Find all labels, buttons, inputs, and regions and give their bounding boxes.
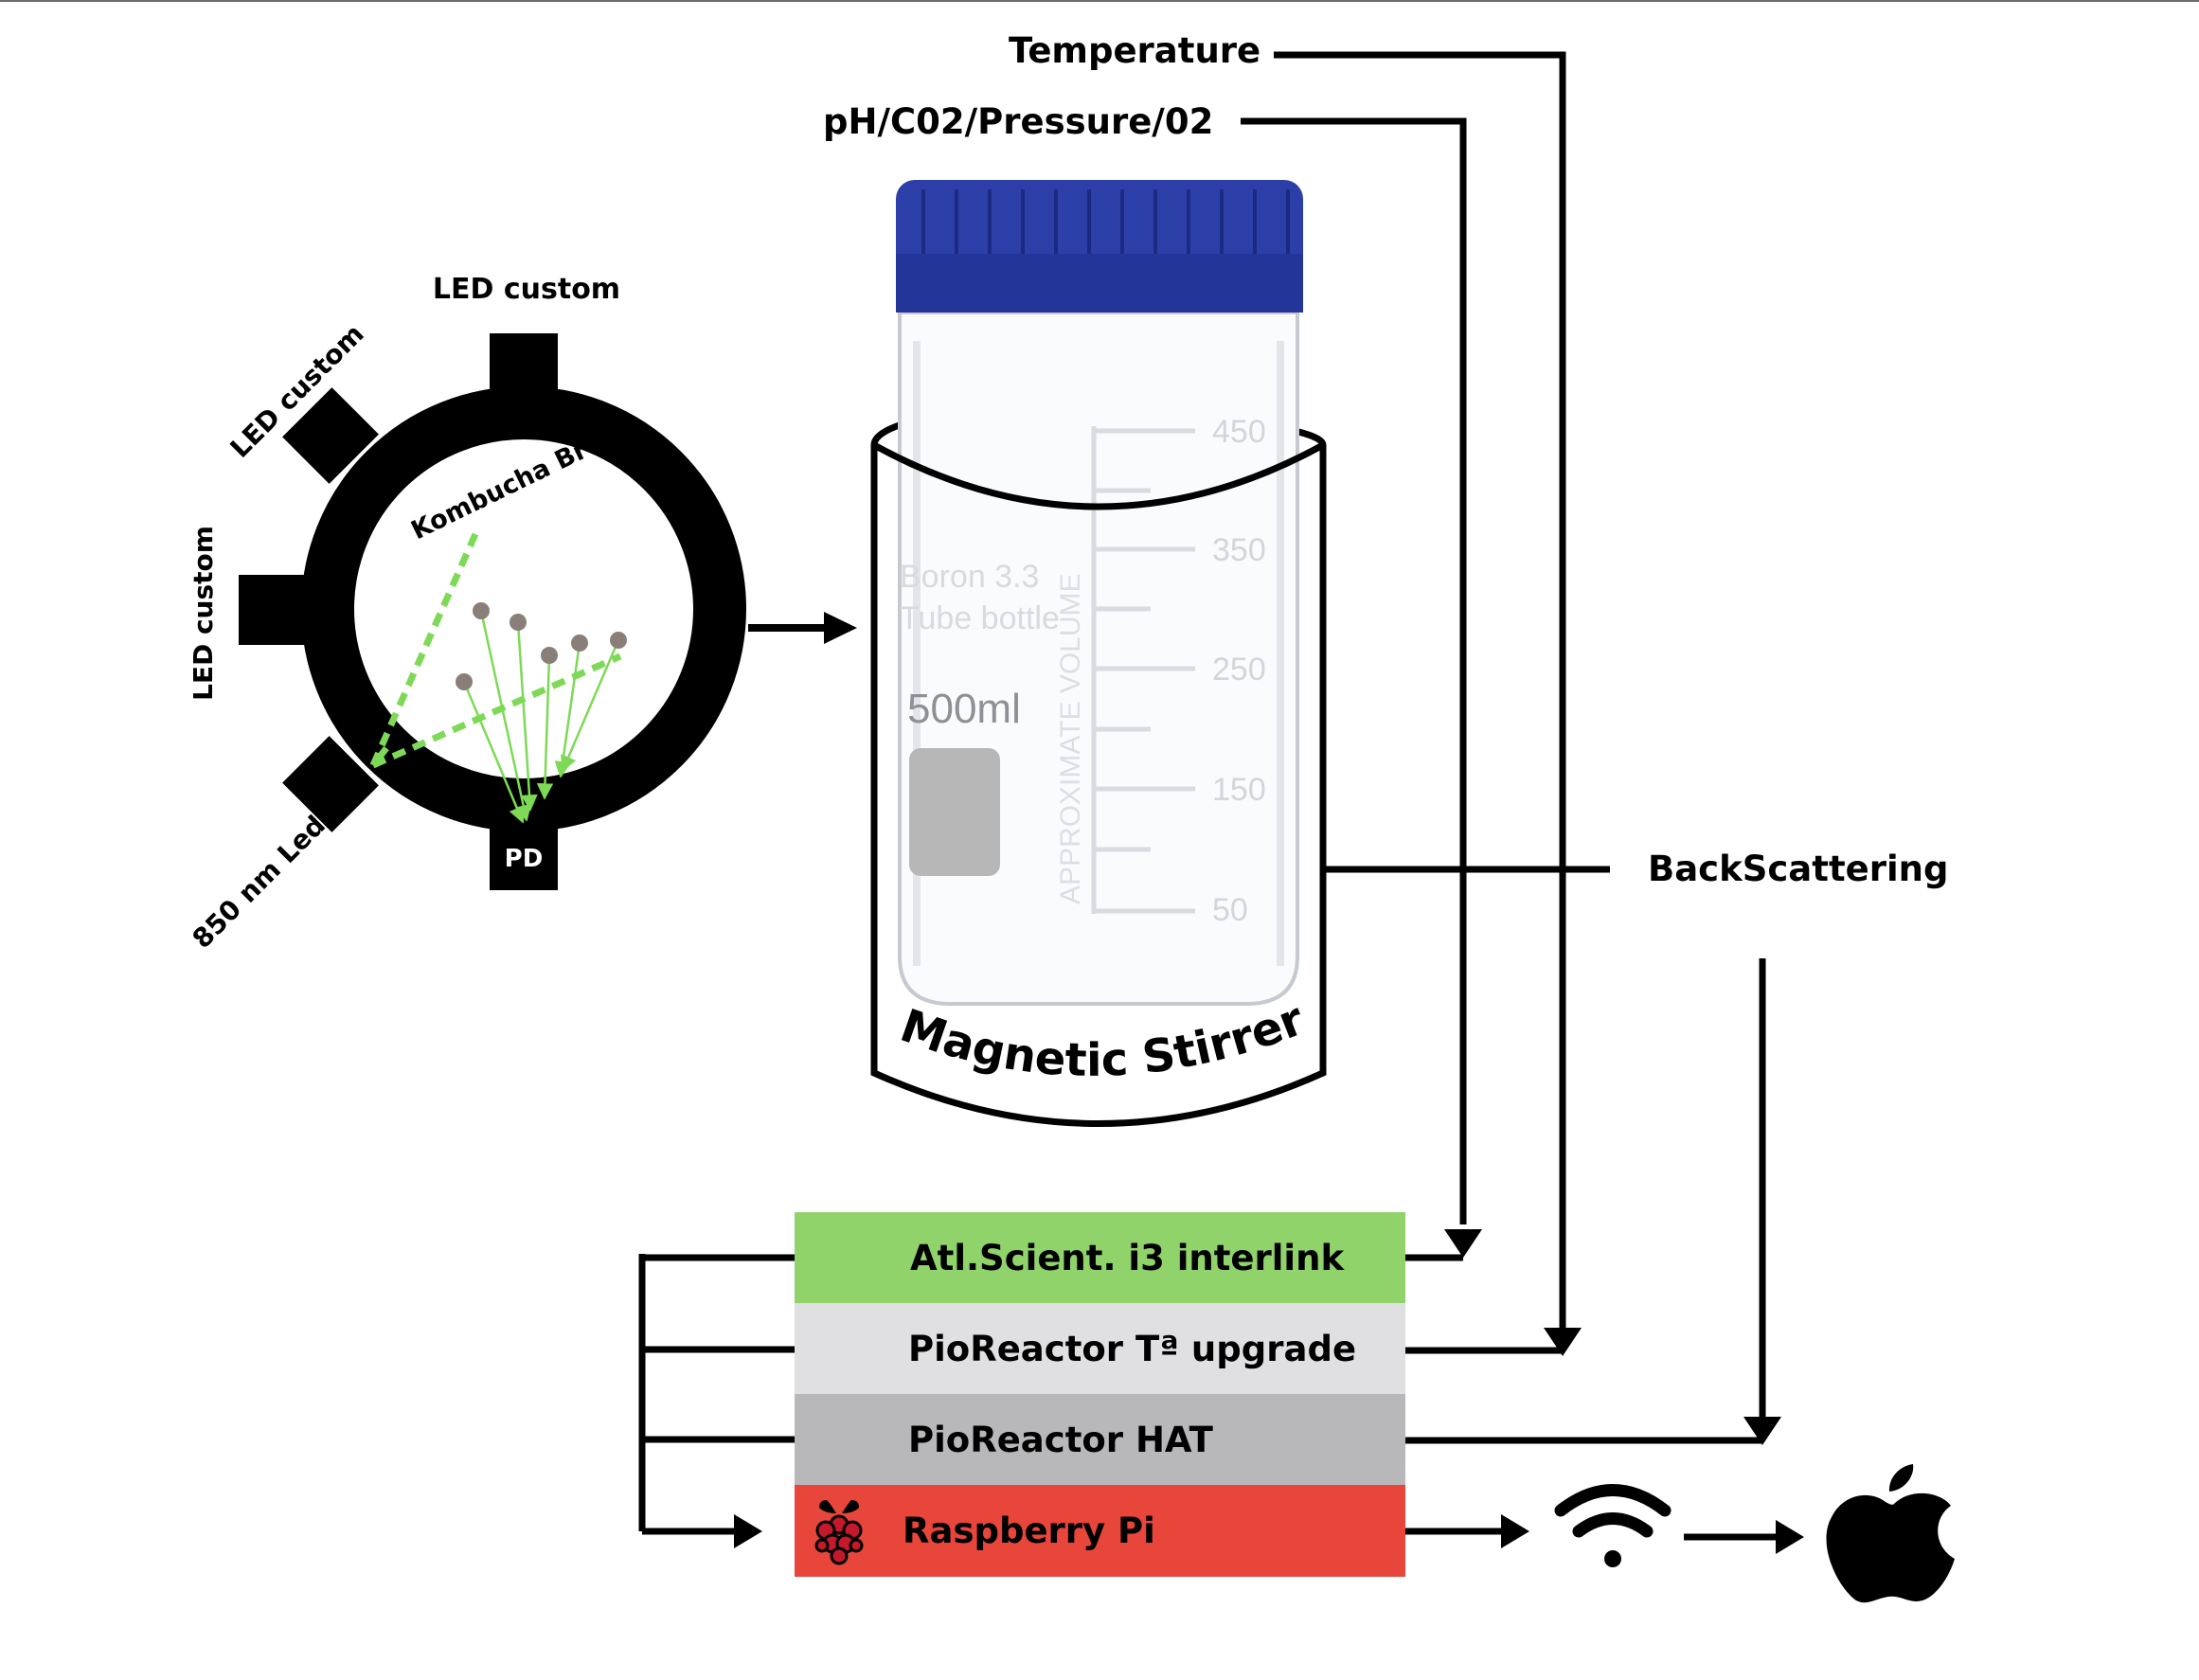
particle (571, 634, 588, 652)
photodiode-label: PD (505, 845, 544, 873)
culture-bottle: 450 350 250 150 50 APPROXIMATE VOLUME Bo… (870, 180, 1327, 1127)
sensor-ring-diagram: Kombucha Broth PD LED custom LED custom … (187, 273, 746, 955)
led-top-label: LED custom (433, 273, 620, 306)
scale-mark: 150 (1212, 772, 1266, 808)
particles (456, 602, 627, 690)
wifi-icon (1554, 1484, 1672, 1567)
scale-mark: 350 (1212, 532, 1266, 568)
sensors-line (1241, 117, 1467, 1224)
stirrer-sleeve-front-rim (872, 441, 1325, 510)
cap-ridges (921, 189, 1290, 254)
light-path-left (370, 745, 389, 768)
stack-label: Atl.Scient. i3 interlink (910, 1237, 1345, 1278)
stirrer-sleeve (870, 445, 1327, 1127)
scatter-ray (462, 681, 525, 824)
particle (510, 614, 527, 631)
signal-arrowheads (734, 1229, 1804, 1554)
magnetic-stirrer-label: Magnetic Stirrer (894, 992, 1312, 1087)
scale-mark: 250 (1212, 652, 1266, 688)
particle (541, 647, 558, 664)
apple-logo (1826, 1464, 1955, 1603)
particle (456, 673, 473, 690)
stack-hat: PioReactor HAT (795, 1394, 1405, 1485)
scale-caption: APPROXIMATE VOLUME (1055, 573, 1086, 904)
bottle-brand-line1: Boron 3.3 (900, 559, 1039, 595)
stack-label: PioReactor Tª upgrade (908, 1328, 1357, 1369)
stack-raspberry-pi: Raspberry Pi (795, 1485, 1405, 1577)
scatter-ray (561, 639, 620, 773)
bottle-volume-label: 500ml (907, 686, 1021, 732)
backscattering-label: BackScattering (1648, 849, 1948, 889)
signal-lines (638, 51, 1780, 1541)
ring-to-bottle-arrow (748, 612, 857, 644)
sensors-label: pH/C02/Pressure/02 (823, 101, 1213, 142)
stack-temp-upgrade: PioReactor Tª upgrade (795, 1303, 1405, 1394)
particle (473, 602, 490, 619)
scatter-ray (516, 621, 538, 812)
bottle-cap-band (896, 254, 1303, 313)
led-upper-left-socket (282, 387, 379, 484)
scale-numbers: 450 350 250 150 50 (1212, 414, 1266, 928)
bottle-brand-line2: Tube bottle (900, 600, 1060, 636)
temperature-line (1274, 51, 1566, 1335)
led-left-label: LED custom (188, 526, 219, 701)
scale-mark: 450 (1212, 414, 1266, 450)
raspberry-pi-logo (814, 1499, 864, 1564)
scatter-ray (479, 610, 532, 822)
light-path-lower (371, 652, 622, 769)
stack-label: PioReactor HAT (908, 1419, 1213, 1460)
scatter-ray (536, 654, 554, 800)
temperature-label: Temperature (1009, 30, 1260, 71)
stack-label: Raspberry Pi (903, 1510, 1155, 1551)
bottle-label-patch (909, 748, 1000, 876)
vial-interior (355, 440, 692, 777)
particle (610, 632, 627, 649)
stack-interlink: Atl.Scient. i3 interlink (795, 1212, 1405, 1303)
scale-mark: 50 (1212, 892, 1248, 928)
photodiode-socket (490, 822, 558, 890)
scatter-rays (462, 610, 620, 824)
top-border (0, 0, 2199, 2)
led-850-label: 850 nm Led (187, 810, 331, 955)
led-850-socket (282, 736, 379, 832)
